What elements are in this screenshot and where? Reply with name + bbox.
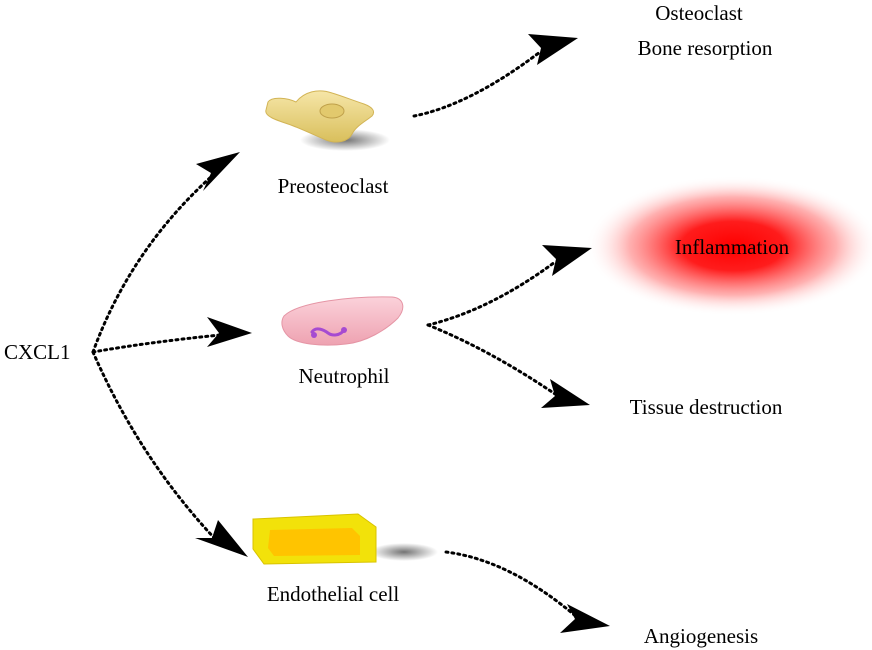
- arrowhead-preosteoclast: [196, 152, 240, 191]
- arrowhead-osteoclast: [528, 34, 578, 65]
- arrowhead-tissue: [541, 379, 590, 408]
- osteoclast-label: Osteoclast: [655, 1, 743, 25]
- bone-resorption-label: Bone resorption: [637, 36, 773, 60]
- arrowhead-endothelial: [195, 520, 248, 557]
- arrow-paths: [91, 50, 580, 620]
- arrow-cxcl1-to-endothelial: [91, 350, 220, 544]
- endothelial-cell-icon: [252, 513, 438, 565]
- inflammation-glow: [585, 176, 872, 316]
- arrow-neutrophil-to-inflammation: [426, 260, 557, 327]
- neutrophil-label: Neutrophil: [298, 364, 390, 388]
- arrowhead-inflammation: [542, 245, 592, 276]
- arrowhead-neutrophil: [207, 317, 252, 347]
- arrow-cxcl1-to-neutrophil: [91, 333, 222, 354]
- arrow-preosteoclast-to-osteoclast: [412, 50, 542, 118]
- tissue-destruction-label: Tissue destruction: [629, 395, 783, 419]
- arrowhead-angiogenesis: [560, 604, 610, 633]
- angiogenesis-label: Angiogenesis: [643, 624, 759, 648]
- neutrophil-cell-icon: [281, 296, 404, 346]
- arrow-cxcl1-to-preosteoclast: [91, 174, 214, 354]
- cxcl1-label: CXCL1: [4, 340, 71, 364]
- inflammation-label: Inflammation: [674, 235, 790, 259]
- endothelial-cell-label: Endothelial cell: [266, 582, 400, 606]
- arrow-neutrophil-to-tissue: [426, 323, 557, 396]
- arrowheads: [195, 34, 610, 633]
- preosteoclast-cell-icon: [265, 90, 390, 151]
- preosteoclast-label: Preosteoclast: [277, 174, 389, 198]
- arrow-endothelial-to-angiogenesis: [444, 550, 580, 620]
